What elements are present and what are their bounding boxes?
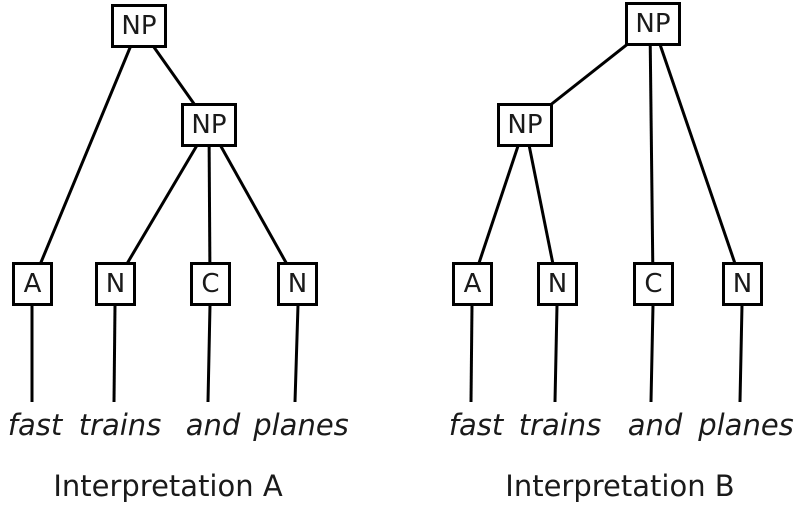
tree-b-word-planes: planes	[698, 408, 794, 442]
stem-b-and	[649, 304, 655, 403]
tree-b-edges	[469, 22, 744, 403]
tree-a-root-np-node: NP	[111, 4, 167, 48]
tree-b-root-np-node: NP	[625, 2, 681, 46]
edge-b-root-to-N2	[651, 23, 744, 285]
edge-b-np-to-N1	[523, 124, 559, 285]
stem-a-planes	[293, 304, 300, 403]
tree-b-word-trains: trains	[518, 408, 602, 442]
tree-b-leaf-A: A	[452, 262, 493, 306]
stem-a-trains	[112, 304, 117, 403]
tree-b-inner-np-node: NP	[497, 103, 553, 147]
tree-b-caption: Interpretation B	[505, 469, 735, 503]
tree-a-word-and: and	[185, 408, 241, 442]
stem-a-and	[206, 304, 212, 403]
tree-a-word-planes: planes	[253, 408, 349, 442]
tree-b-word-fast: fast	[448, 408, 504, 442]
tree-b-word-and: and	[627, 408, 683, 442]
tree-a-leaf-A: A	[12, 262, 53, 306]
stem-b-planes	[738, 304, 744, 403]
tree-a-edges	[30, 25, 300, 403]
tree-b-leaf-C: C	[633, 262, 674, 306]
tree-a-leaf-N2: N	[277, 262, 318, 306]
tree-b-leaf-N1: N	[537, 262, 578, 306]
tree-a-leaf-N1: N	[95, 262, 136, 306]
edge-a-np-to-N1	[113, 124, 211, 285]
tree-b-leaf-N2: N	[722, 262, 763, 306]
tree-a-word-trains: trains	[78, 408, 162, 442]
tree-a-inner-np-node: NP	[181, 103, 237, 147]
tree-a-word-fast: fast	[7, 408, 63, 442]
edge-a-np-to-C	[207, 124, 212, 285]
tree-a-caption: Interpretation A	[53, 469, 283, 503]
edge-a-root-to-A	[30, 25, 141, 285]
tree-a-leaf-C: C	[190, 262, 231, 306]
stem-b-fast	[469, 304, 474, 403]
edge-b-root-to-C	[648, 23, 655, 285]
edge-a-np-to-N2	[207, 124, 300, 285]
edge-b-np-to-A	[470, 124, 527, 285]
stem-b-trains	[553, 304, 559, 403]
